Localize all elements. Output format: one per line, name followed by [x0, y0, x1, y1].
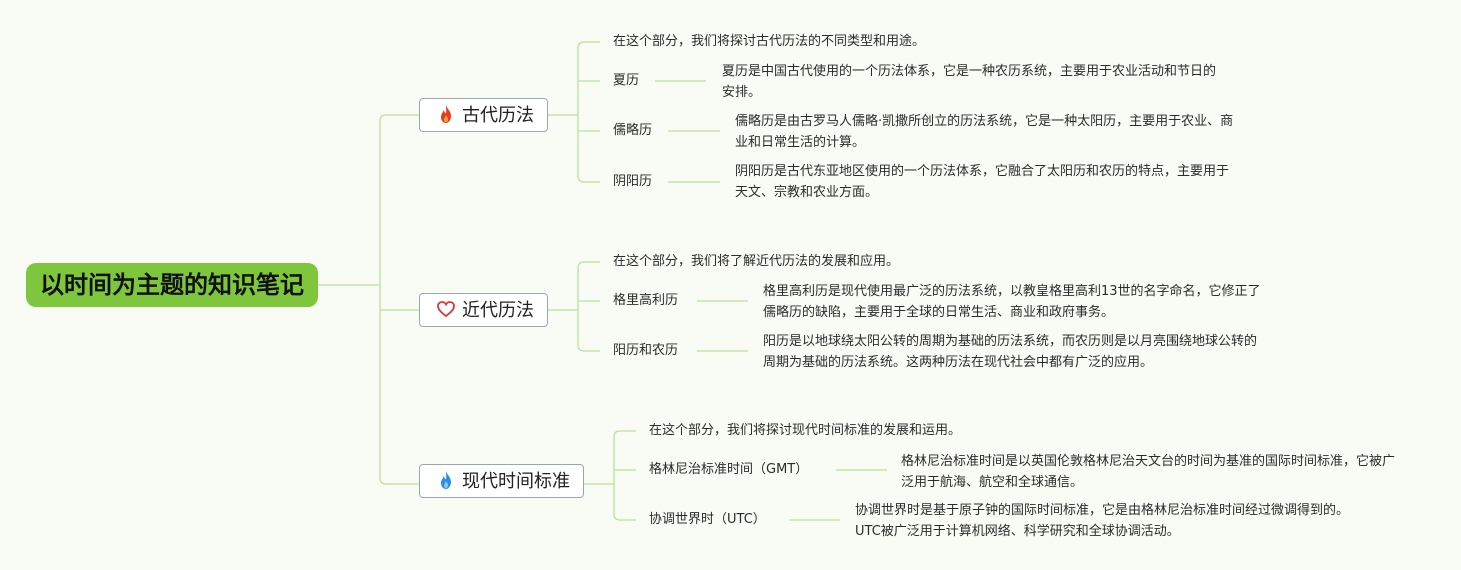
desc-xia-calendar[interactable]: 夏历是中国古代使用的一个历法体系，它是一种农历系统，主要用于农业活动和节日的安排…: [722, 64, 1217, 100]
desc-gregorian-calendar[interactable]: 格里高利历是现代使用最广泛的历法系统，以教皇格里高利13世的名字命名，它修正了儒…: [763, 284, 1261, 320]
leaf-xia-calendar[interactable]: 夏历: [613, 73, 640, 88]
connector-root-spine: [379, 114, 419, 485]
fire-icon: [436, 104, 458, 124]
leaf-solar-lunar-calendar[interactable]: 阳历和农历: [613, 343, 679, 358]
leaf-lunisolar-calendar[interactable]: 阴阳历: [613, 174, 653, 189]
branch-ancient-calendar[interactable]: 古代历法: [419, 98, 548, 132]
desc-utc[interactable]: 协调世界时是基于原子钟的国际时间标准，它是由格林尼治标准时间经过微调得到的。UT…: [855, 503, 1350, 539]
leaf-gregorian-calendar[interactable]: 格里高利历: [613, 293, 679, 308]
water-drop-icon: [436, 470, 458, 490]
branch-title: 古代历法: [462, 105, 534, 126]
connector-branch-standard: [584, 430, 636, 521]
intro-ancient[interactable]: 在这个部分，我们将探讨古代历法的不同类型和用途。: [613, 34, 926, 49]
branch-time-standards[interactable]: 现代时间标准: [419, 464, 584, 498]
leaf-julian-calendar[interactable]: 儒略历: [613, 123, 653, 138]
leaf-gmt[interactable]: 格林尼治标准时间（GMT）: [649, 462, 809, 477]
desc-gmt[interactable]: 格林尼治标准时间是以英国伦敦格林尼治天文台的时间为基准的国际时间标准，它被广泛用…: [901, 454, 1396, 490]
leaf-utc[interactable]: 协调世界时（UTC）: [649, 512, 766, 527]
connector-branch-ancient: [548, 41, 600, 183]
branch-title: 近代历法: [462, 300, 534, 321]
desc-solar-lunar-calendar[interactable]: 阳历是以地球绕太阳公转的周期为基础的历法系统，而农历则是以月亮围绕地球公转的周期…: [763, 334, 1258, 370]
root-topic[interactable]: 以时间为主题的知识笔记: [26, 263, 318, 307]
desc-julian-calendar[interactable]: 儒略历是由古罗马人儒略·凯撒所创立的历法系统，它是一种太阳历，主要用于农业、商业…: [735, 114, 1234, 150]
branch-title: 现代时间标准: [462, 471, 570, 492]
desc-lunisolar-calendar[interactable]: 阴阳历是古代东亚地区使用的一个历法体系，它融合了太阳历和农历的特点，主要用于天文…: [735, 164, 1230, 200]
heart-icon: [436, 299, 458, 319]
intro-modern[interactable]: 在这个部分，我们将了解近代历法的发展和应用。: [613, 254, 900, 269]
connector-branch-modern: [548, 261, 600, 352]
intro-time-standards[interactable]: 在这个部分，我们将探讨现代时间标准的发展和运用。: [649, 423, 962, 438]
branch-modern-calendar[interactable]: 近代历法: [419, 293, 548, 327]
